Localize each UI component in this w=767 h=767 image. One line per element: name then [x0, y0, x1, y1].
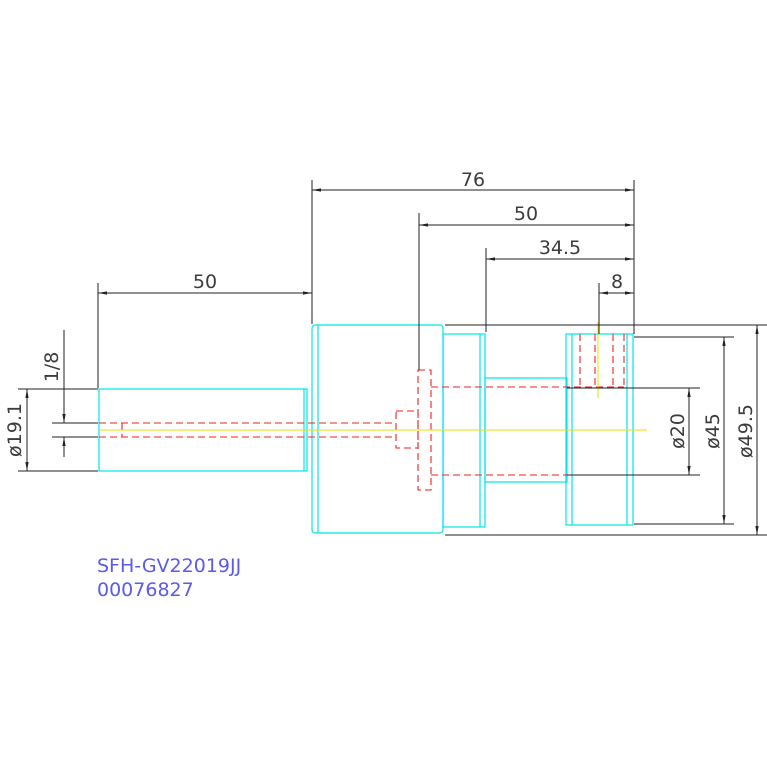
part-outline [98, 324, 634, 534]
dim-dia-45-text: ø45 [702, 413, 724, 449]
part-code-label: 00076827 [97, 579, 194, 601]
dim-76-text: 76 [461, 169, 485, 191]
dim-34-5-text: 34.5 [539, 237, 581, 259]
dim-8-text: 8 [611, 271, 623, 293]
dimension-lines [18, 180, 767, 536]
body-flange [311, 324, 444, 534]
dim-50-mid-text: 50 [514, 203, 538, 225]
hidden-lines [99, 334, 625, 491]
dim-dia-19-1-text: ø19.1 [4, 403, 26, 457]
dim-dia-49-5-text: ø49.5 [735, 404, 757, 458]
part-number-label: SFH-GV22019JJ [97, 555, 241, 577]
dim-50-stud-text: 50 [193, 271, 217, 293]
dim-1-8-text: 1/8 [41, 352, 63, 383]
center-lines [100, 322, 647, 431]
dim-dia-20-text: ø20 [667, 413, 689, 449]
